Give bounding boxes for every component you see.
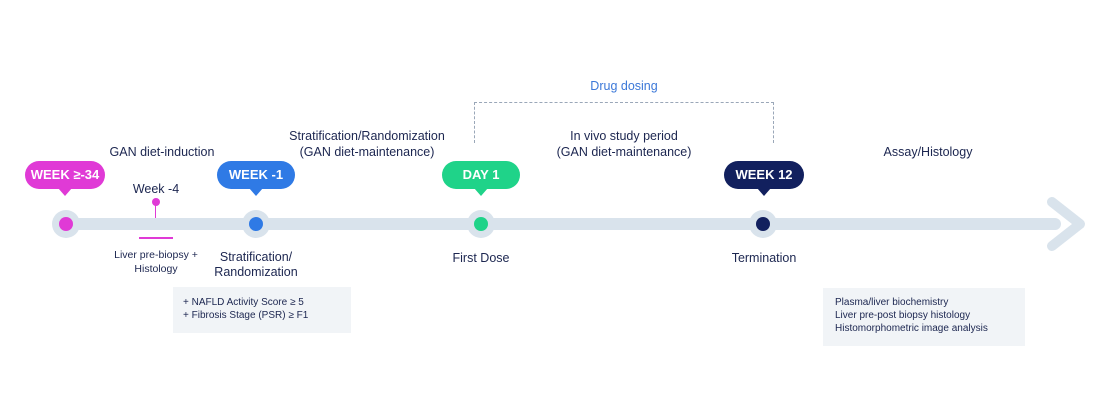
week-minus-4-stem <box>155 205 156 218</box>
liver-biopsy-label-line1: Liver pre-biopsy + <box>114 249 198 261</box>
termination-label: Termination <box>731 251 797 265</box>
assay-list-box: Plasma/liver biochemistry Liver pre-post… <box>823 288 1025 346</box>
badge-week-minus-34: WEEK ≥-34 <box>25 161 105 196</box>
stratification-label-line2: Randomization <box>214 265 298 279</box>
arrow-right-icon <box>1047 197 1085 251</box>
stratification-label-line1: Stratification/ <box>219 250 293 264</box>
drug-dosing-label: Drug dosing <box>590 79 658 93</box>
week-minus-4-dot <box>152 198 160 206</box>
timeline-node-day-1 <box>467 210 495 238</box>
timeline-node-week-minus-1 <box>242 210 270 238</box>
phase-stratification-subtitle: (GAN diet-maintenance) <box>299 145 435 159</box>
liver-biopsy-label-line2: Histology <box>134 263 178 275</box>
badge-day-1: DAY 1 <box>442 161 520 196</box>
biopsy-marker-line <box>139 237 173 239</box>
phase-stratification-title: Stratification/Randomization <box>289 129 445 143</box>
timeline-node-week-minus-34 <box>52 210 80 238</box>
timeline-node-week-12 <box>749 210 777 238</box>
assay-item: Plasma/liver biochemistry <box>835 297 949 308</box>
phase-in-vivo-title: In vivo study period <box>570 129 678 143</box>
timeline-bar <box>66 218 1061 230</box>
criteria-item: + NAFLD Activity Score ≥ 5 <box>183 297 304 308</box>
assay-item: Histomorphometric image analysis <box>835 323 988 334</box>
badge-week-12: WEEK 12 <box>724 161 804 196</box>
phase-diet-induction: GAN diet-induction <box>109 145 215 159</box>
inclusion-criteria-box: + NAFLD Activity Score ≥ 5 + Fibrosis St… <box>173 287 351 333</box>
phase-in-vivo-subtitle: (GAN diet-maintenance) <box>556 145 692 159</box>
phase-assay-histology: Assay/Histology <box>883 145 973 159</box>
week-minus-4-label: Week -4 <box>132 182 180 196</box>
assay-item: Liver pre-post biopsy histology <box>835 310 971 321</box>
badge-week-minus-1: WEEK -1 <box>217 161 295 196</box>
criteria-item: + Fibrosis Stage (PSR) ≥ F1 <box>183 310 309 321</box>
drug-dosing-bracket <box>474 102 774 143</box>
first-dose-label: First Dose <box>452 251 510 265</box>
